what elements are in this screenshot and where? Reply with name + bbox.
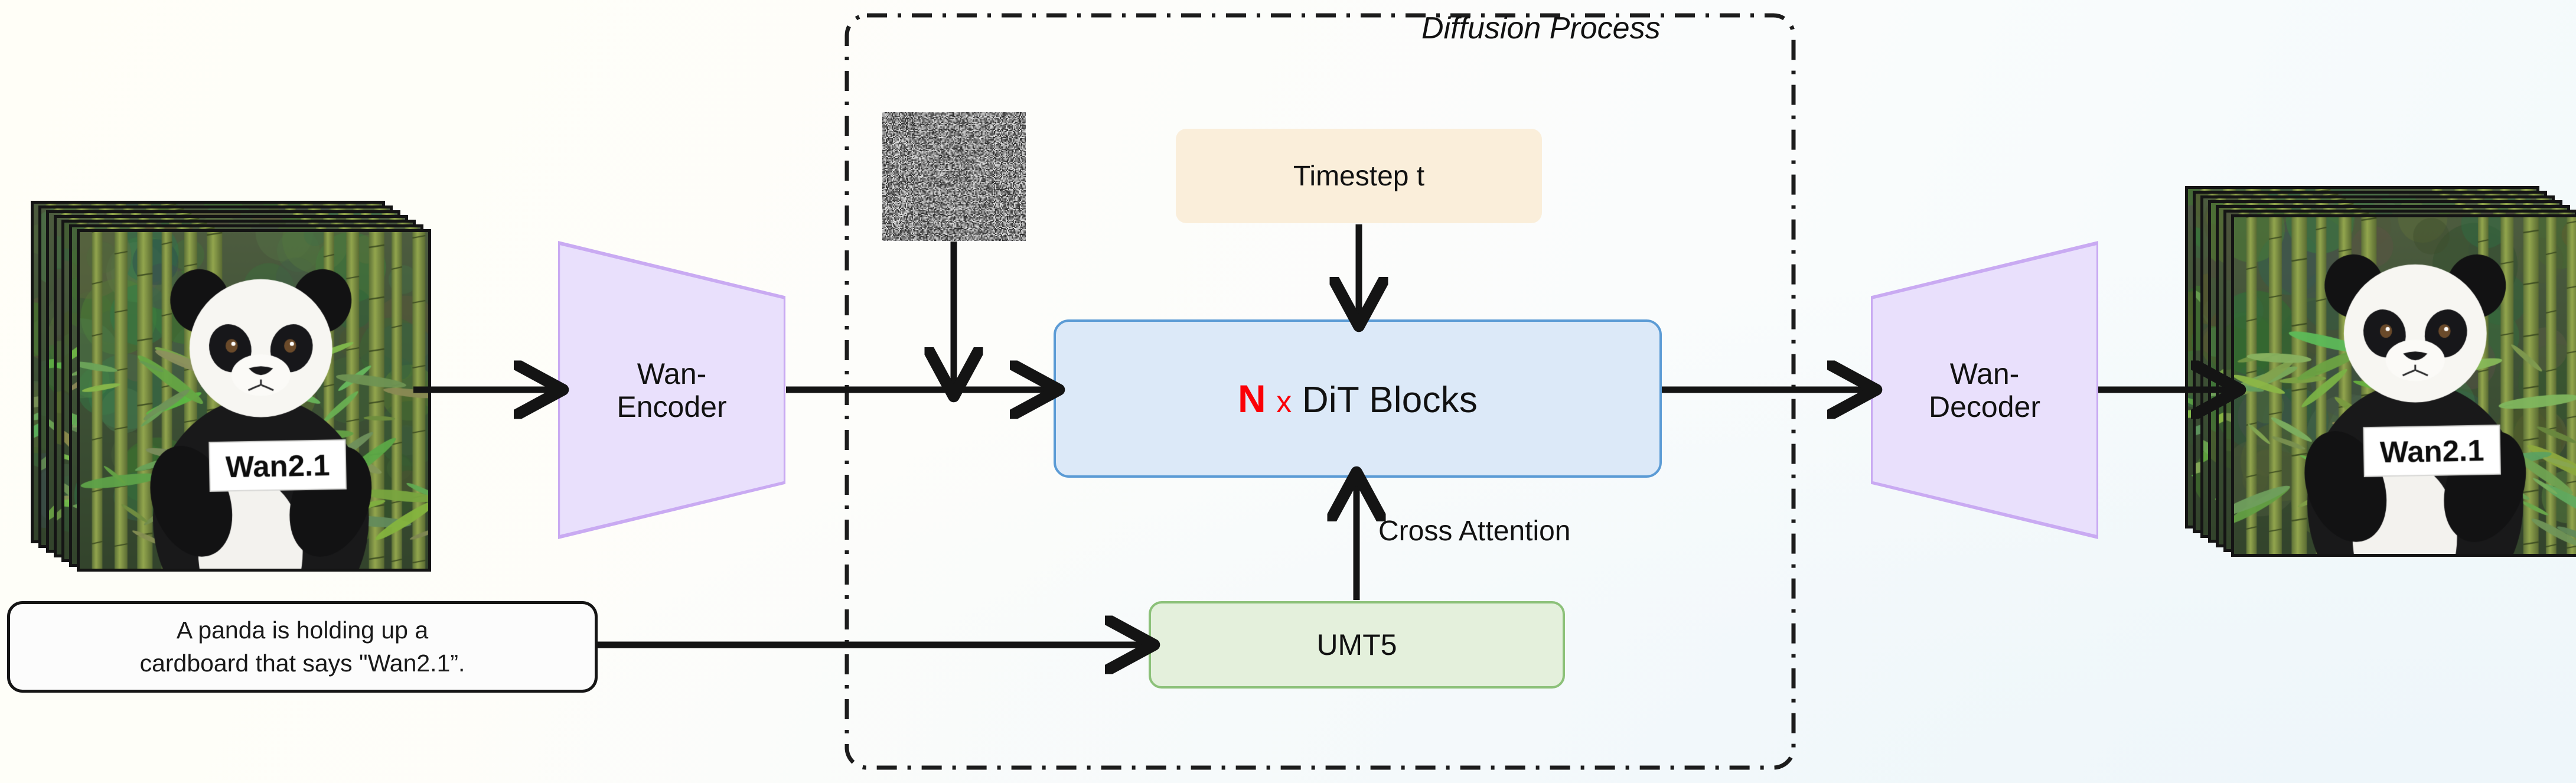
wan-decoder-label: Wan- Decoder [1871, 241, 2098, 539]
diffusion-process-label: Diffusion Process [1421, 11, 1661, 46]
umt5-box[interactable]: UMT5 [1149, 601, 1565, 689]
dit-multiply-symbol: x [1276, 385, 1292, 419]
video-frame-front [77, 229, 431, 572]
gaussian-noise-latent [882, 112, 1026, 241]
timestep-label: Timestep t [1293, 160, 1424, 193]
dit-repeat-count: N [1238, 377, 1266, 420]
dit-blocks-label: DiT Blocks [1302, 380, 1478, 420]
prompt-text: A panda is holding up a cardboard that s… [140, 614, 465, 680]
wan-encoder-label: Wan- Encoder [558, 241, 785, 539]
timestep-box[interactable]: Timestep t [1176, 129, 1542, 223]
umt5-label: UMT5 [1316, 628, 1397, 662]
dit-blocks[interactable]: N x DiT Blocks [1054, 319, 1662, 478]
video-frame-front [2231, 214, 2576, 557]
output-video-frames [2185, 186, 2576, 564]
prompt-box[interactable]: A panda is holding up a cardboard that s… [7, 601, 598, 693]
cross-attention-label: Cross Attention [1378, 515, 1571, 547]
input-video-frames [31, 201, 444, 567]
